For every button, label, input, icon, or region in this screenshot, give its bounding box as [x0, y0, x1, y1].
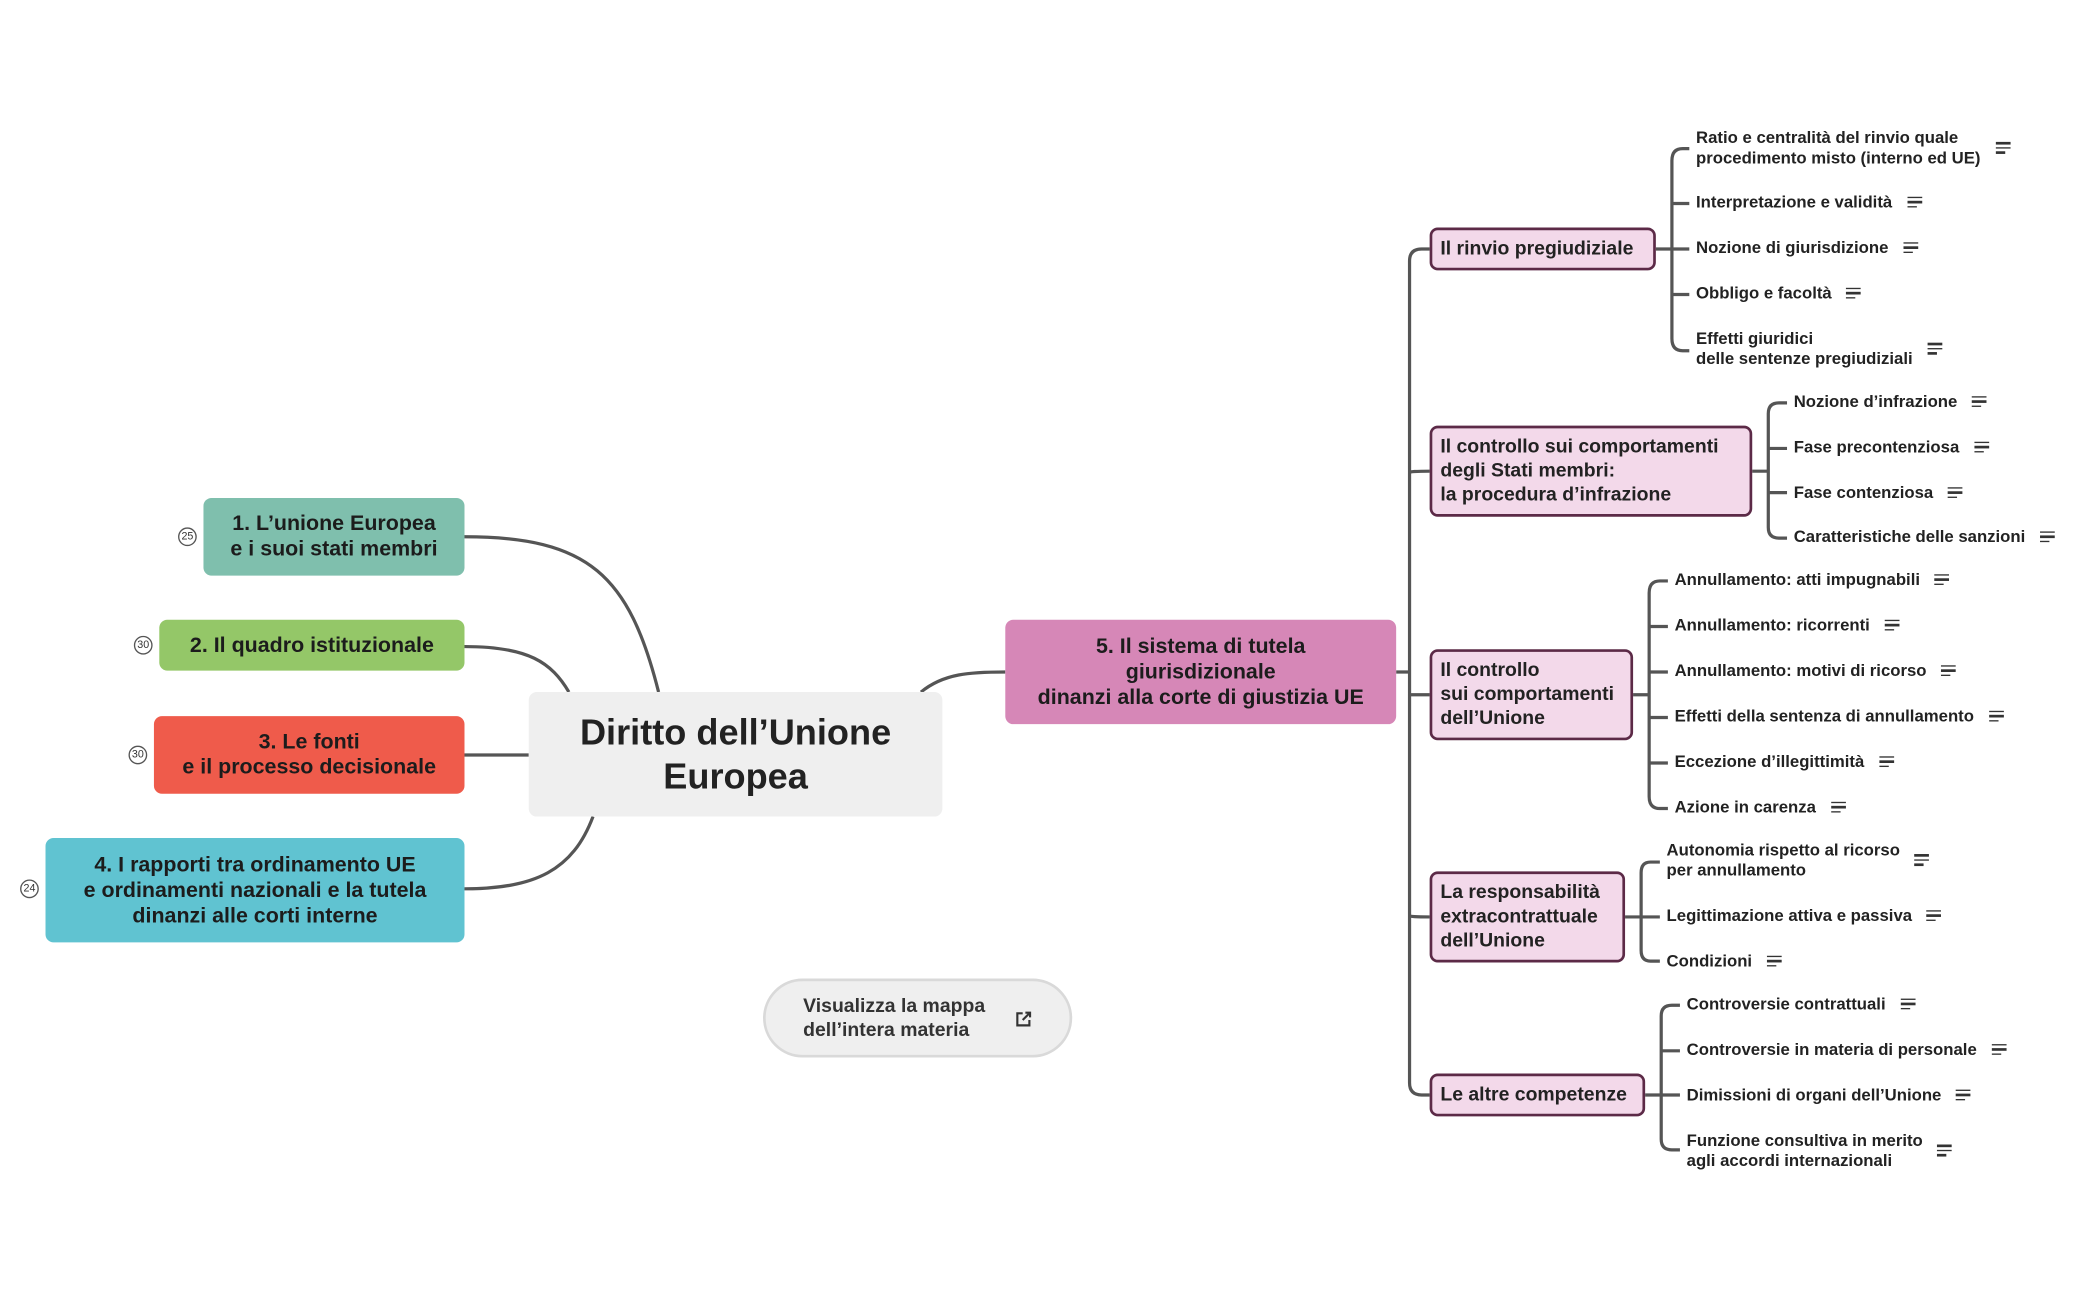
main-topic-5[interactable]: 5. Il sistema di tutela giurisdizionale … — [1005, 619, 1397, 725]
note-icon[interactable] — [1955, 1088, 1971, 1101]
leaf-azione-carenza[interactable]: Azione in carenza — [1674, 797, 1816, 817]
note-icon[interactable] — [1884, 619, 1900, 631]
leaf-nozione-giurisdizione[interactable]: Nozione di giurisdizione — [1696, 238, 1889, 258]
subtopic-controllo-unione[interactable]: Il controllo sui comportamenti dell’Unio… — [1429, 649, 1634, 741]
note-icon[interactable] — [1936, 1144, 1952, 1157]
topic-1-count-badge: 25 — [178, 527, 197, 547]
connector-branch-3 — [1633, 579, 1668, 811]
leaf-caratteristiche-sanzioni[interactable]: Caratteristiche delle sanzioni — [1793, 527, 2026, 547]
connector-branch-1 — [1655, 146, 1690, 353]
connector-main-topic — [919, 670, 1006, 694]
subtopic-responsabilita[interactable]: La responsabilità extracontrattuale dell… — [1429, 871, 1626, 963]
note-icon[interactable] — [1903, 241, 1919, 254]
leaf-interpretazione-validita[interactable]: Interpretazione e validità — [1696, 192, 1893, 212]
external-link-icon — [1016, 1011, 1032, 1027]
note-icon[interactable] — [1900, 997, 1916, 1010]
note-icon[interactable] — [1974, 441, 1990, 453]
note-icon[interactable] — [1766, 955, 1782, 967]
note-icon[interactable] — [1927, 342, 1943, 355]
topic-1[interactable]: 1. L’unione Europea e i suoi stati membr… — [203, 497, 465, 576]
leaf-autonomia[interactable]: Autonomia rispetto al ricorso per annull… — [1666, 840, 1900, 880]
note-icon[interactable] — [2040, 530, 2055, 543]
note-icon[interactable] — [1934, 573, 1950, 586]
leaf-effetti-giuridici[interactable]: Effetti giuridici delle sentenze pregiud… — [1696, 329, 1913, 369]
leaf-legittimazione[interactable]: Legittimazione attiva e passiva — [1666, 906, 1913, 925]
leaf-ratio-rinvio[interactable]: Ratio e centralità del rinvio quale proc… — [1696, 128, 1981, 168]
subtopic-procedura-infrazione[interactable]: Il controllo sui comportamenti degli Sta… — [1429, 425, 1753, 517]
note-icon[interactable] — [1831, 801, 1846, 813]
connector-topic-2 — [464, 644, 571, 693]
leaf-controversie-personale[interactable]: Controversie in materia di personale — [1686, 1040, 1977, 1059]
connector-topic-1 — [464, 535, 661, 693]
leaf-condizioni[interactable]: Condizioni — [1666, 951, 1753, 971]
connector-branch-5 — [1645, 1003, 1680, 1152]
central-topic[interactable]: Diritto dell’Unione Europea — [528, 692, 943, 817]
view-full-map-label: Visualizza la mappa dell’intera materia — [803, 995, 986, 1042]
topic-2-count-badge: 30 — [133, 635, 153, 655]
leaf-funzione-consultiva[interactable]: Funzione consultiva in merito agli accor… — [1686, 1131, 1923, 1170]
leaf-motivi-ricorso[interactable]: Annullamento: motivi di ricorso — [1674, 661, 1927, 681]
topic-4[interactable]: 4. I rapporti tra ordinamento UE e ordin… — [45, 837, 465, 943]
note-icon[interactable] — [1845, 287, 1861, 299]
note-icon[interactable] — [1995, 141, 2011, 154]
leaf-fase-contenziosa[interactable]: Fase contenziosa — [1793, 483, 1934, 502]
leaf-obbligo-facolta[interactable]: Obbligo e facoltà — [1696, 283, 1832, 303]
leaf-eccezione-illegittimita[interactable]: Eccezione d’illegittimità — [1674, 752, 1865, 772]
note-icon[interactable] — [1926, 909, 1941, 922]
leaf-dimissioni-organi[interactable]: Dimissioni di organi dell’Unione — [1686, 1085, 1942, 1105]
subtopic-rinvio-pregiudiziale[interactable]: Il rinvio pregiudiziale — [1429, 227, 1656, 271]
leaf-effetti-sentenza[interactable]: Effetti della sentenza di annullamento — [1674, 706, 1974, 726]
note-icon[interactable] — [1989, 710, 2004, 722]
note-icon[interactable] — [1914, 854, 1929, 866]
topic-2[interactable]: 2. Il quadro istituzionale — [159, 619, 465, 671]
subtopic-altre-competenze[interactable]: Le altre competenze — [1429, 1073, 1646, 1117]
topic-3-count-badge: 30 — [128, 745, 148, 765]
view-full-map-button[interactable]: Visualizza la mappa dell’intera materia — [763, 978, 1073, 1058]
leaf-nozione-infrazione[interactable]: Nozione d’infrazione — [1793, 392, 1958, 411]
topic-3[interactable]: 3. Le fonti e il processo decisionale — [153, 716, 465, 794]
connector-branch-4 — [1625, 860, 1660, 963]
leaf-ricorrenti[interactable]: Annullamento: ricorrenti — [1674, 615, 1870, 635]
connector-trunk — [1396, 247, 1430, 1097]
leaf-atti-impugnabili[interactable]: Annullamento: atti impugnabili — [1674, 570, 1920, 589]
note-icon[interactable] — [1879, 755, 1895, 768]
leaf-fase-precontenziosa[interactable]: Fase precontenziosa — [1793, 437, 1960, 457]
connector-topic-4 — [464, 815, 595, 891]
note-icon[interactable] — [1947, 486, 1963, 499]
leaf-controversie-contrattuali[interactable]: Controversie contrattuali — [1686, 994, 1886, 1014]
topic-4-count-badge: 24 — [20, 879, 39, 899]
note-icon[interactable] — [1991, 1043, 2007, 1055]
note-icon[interactable] — [1940, 664, 1956, 677]
note-icon[interactable] — [1907, 196, 1923, 208]
connector-branch-2 — [1752, 401, 1788, 540]
note-icon[interactable] — [1971, 395, 1987, 408]
